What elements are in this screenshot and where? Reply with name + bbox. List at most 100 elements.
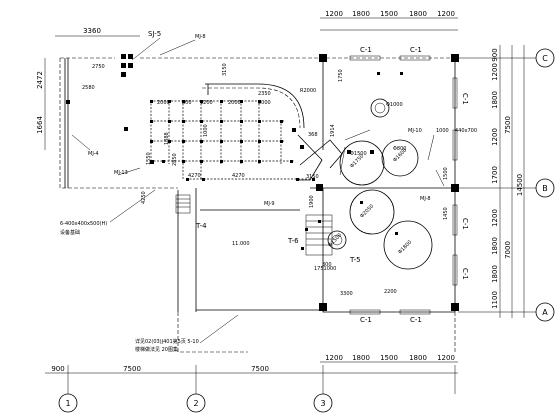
label-base-note: 设备基础	[60, 229, 80, 236]
column-3a	[319, 303, 327, 311]
dim-r-2: 1200	[491, 63, 499, 81]
window-c1-right-b	[452, 129, 458, 161]
dim-top-1: 1200	[325, 10, 343, 18]
label-base: 6-400x400x500(H)	[60, 221, 107, 227]
int-dim-6: 2000	[258, 100, 271, 106]
window-label-c1-f: C-1	[461, 218, 469, 230]
window-c1-right-c	[452, 204, 458, 236]
dim-top-4: 1800	[409, 10, 427, 18]
int-dim-13: 1000	[203, 124, 209, 137]
left-dimensions: 2472 1664	[36, 58, 46, 150]
dim-r-7: 1800	[491, 237, 499, 255]
int-dim-12: 1550	[146, 152, 152, 165]
label-r2000: R2000	[300, 88, 316, 94]
circle-label-5: Φ1500	[350, 151, 367, 157]
window-label-c1-d: C-1	[410, 316, 422, 324]
dim-top-2: 1800	[352, 10, 370, 18]
int-dim-23: 1751000	[314, 266, 336, 272]
top-dimensions: 3360 1200 1800 1500 1800 1200	[55, 10, 458, 37]
dim-r2-2: 7000	[504, 241, 512, 259]
annotations: SJ-5 MJ-8 MJ-4 MJ-13 MJ-10 MJ-9 MJ-8 T-4…	[60, 30, 477, 353]
dim-r-5: 1700	[491, 166, 499, 184]
dim-top-left: 3360	[83, 27, 101, 35]
label-room-elev: 11.000	[232, 241, 250, 247]
circle-label-7: Φ1800	[397, 239, 413, 255]
dim-r-1: 900	[491, 48, 499, 61]
label-mj9: MJ-9	[264, 201, 275, 207]
window-label-c1-e: C-1	[461, 93, 469, 105]
axis-label-a: A	[542, 308, 548, 317]
int-dim-5: 2000	[228, 100, 241, 106]
dim-r-6: 1200	[491, 209, 499, 227]
label-ref: 详见02(03)J401第5页 5-10	[135, 338, 199, 345]
axis-label-3: 3	[320, 399, 325, 408]
dim-bot-span-1: 7500	[123, 365, 141, 373]
circle-label-1: Φ800	[393, 146, 406, 152]
axis-label-1: 1	[65, 399, 70, 408]
label-mj10: MJ-10	[408, 128, 422, 134]
label-mj4: MJ-4	[88, 151, 99, 157]
window-c1-top-a	[349, 55, 381, 61]
columns	[316, 54, 459, 311]
label-ref2: 楼梯做法见 20图集	[135, 346, 178, 353]
int-dim-15: 4270	[232, 173, 245, 179]
window-c1-right-d	[452, 254, 458, 286]
int-dim-22: 3300	[340, 291, 353, 297]
dim-bot-sub-4: 1800	[409, 354, 427, 362]
dim-bot-sub-1: 1200	[325, 354, 343, 362]
label-t5: T-5	[349, 256, 361, 264]
axis-label-b: B	[542, 184, 548, 193]
int-dim-7: 2350	[258, 91, 271, 97]
label-1000: 1000	[436, 128, 449, 134]
label-mj8b: MJ-8	[420, 196, 431, 202]
column-4b	[451, 184, 459, 192]
dim-r-4: 1200	[491, 128, 499, 146]
dim-bot-span-2: 7500	[251, 365, 269, 373]
dim-top-3: 1500	[380, 10, 398, 18]
int-dim-20: 300	[322, 262, 332, 268]
building-outline	[59, 57, 456, 353]
int-dim-3: 800	[182, 100, 192, 106]
tank-1600	[381, 139, 419, 177]
tank-small-top	[370, 98, 390, 118]
column-4c	[451, 54, 459, 62]
dim-bot-sub-3: 1500	[380, 354, 398, 362]
window-c1-right-a	[452, 77, 458, 109]
tank-small-left	[327, 230, 347, 250]
int-dim-25: 368	[308, 132, 318, 138]
dim-top-5: 1200	[437, 10, 455, 18]
int-dim-9: 1750	[338, 69, 344, 82]
tank-2050	[349, 189, 395, 235]
int-dim-11: 1888	[164, 132, 170, 145]
circle-label-0: Φ1000	[386, 102, 403, 108]
stair-t5	[305, 214, 333, 256]
label-sj5: SJ-5	[148, 30, 161, 38]
dim-r2-1: 7500	[504, 116, 512, 134]
window-label-c1-g: C-1	[461, 268, 469, 280]
int-dim-18: 1500	[443, 167, 449, 180]
right-axis-group: C B A	[458, 48, 555, 322]
label-440: 440x700	[455, 128, 477, 134]
dim-r-9: 1100	[491, 291, 499, 309]
int-dim-16: 1900	[309, 195, 315, 208]
column-3b	[316, 184, 323, 191]
int-dim-0: 2750	[92, 64, 105, 70]
stairs	[175, 194, 333, 256]
dim-bot-sub-2: 1800	[352, 354, 370, 362]
int-dim-21: 2200	[384, 289, 397, 295]
stair-t4	[175, 194, 191, 214]
dim-bot-sub-5: 1200	[437, 354, 455, 362]
int-dim-17: 2850	[172, 153, 178, 166]
circle-labels: Φ1000 Φ800 Φ1750 Φ1500 Φ1600 Φ1500 Φ2050…	[327, 102, 413, 255]
label-t6: T-6	[287, 237, 299, 245]
dim-left-1: 2472	[36, 71, 44, 89]
dim-r-3: 1800	[491, 91, 499, 109]
equipment-posts	[66, 54, 403, 250]
tank-1800	[383, 220, 433, 270]
window-c1-bot-a	[349, 309, 381, 315]
label-t4: T-4	[195, 222, 207, 230]
axis-label-2: 2	[193, 399, 198, 408]
bottom-dimensions: 1200 1800 1500 1800 1200 900 7500 7500	[45, 354, 458, 374]
tank-1750	[339, 140, 385, 186]
circle-label-6: Φ2050	[359, 203, 375, 219]
